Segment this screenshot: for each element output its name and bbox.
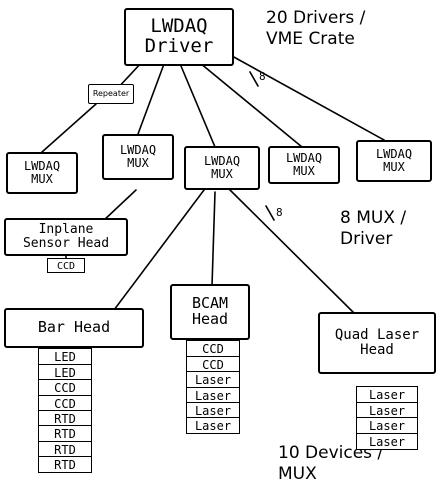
inplane-head-line1: Inplane bbox=[38, 222, 94, 238]
bar-device-2: LED bbox=[38, 363, 92, 381]
mux-1-line1: LWDAQ bbox=[23, 159, 61, 174]
bar-device-8: RTD bbox=[38, 456, 92, 474]
bar-head-device-stack: LED LED CCD CCD RTD RTD RTD RTD bbox=[38, 348, 92, 474]
multiplicity-label-mux: 8 bbox=[276, 206, 283, 219]
tick-mark-mux bbox=[265, 205, 275, 221]
bar-head-box: Bar Head bbox=[4, 308, 144, 348]
bcam-device-6: Laser bbox=[186, 417, 240, 435]
lwdaq-driver-box: LWDAQ Driver bbox=[124, 8, 234, 66]
multiplicity-label-driver: 8 bbox=[259, 70, 266, 83]
bcam-head-device-stack: CCD CCD Laser Laser Laser Laser bbox=[186, 340, 240, 435]
quad-laser-device-stack: Laser Laser Laser Laser bbox=[356, 386, 418, 450]
driver-label-line1: LWDAQ bbox=[150, 15, 208, 38]
wire-driver-to-mux-2 bbox=[137, 63, 165, 135]
repeater-label: Repeater bbox=[92, 88, 130, 98]
bcam-device-3: Laser bbox=[186, 371, 240, 389]
wire-mux-3-to-bar-head bbox=[113, 189, 205, 311]
mux-2-line1: LWDAQ bbox=[119, 143, 157, 158]
mux-per-driver-line2: Driver bbox=[340, 229, 393, 249]
lwdaq-mux-1: LWDAQ MUX bbox=[6, 152, 78, 194]
tick-mark-driver bbox=[249, 71, 259, 87]
quad-device-2: Laser bbox=[356, 401, 418, 419]
drivers-per-crate-line1: 20 Drivers / bbox=[266, 8, 366, 28]
lwdaq-mux-3: LWDAQ MUX bbox=[184, 146, 260, 190]
wire-driver-to-mux-4 bbox=[199, 62, 303, 148]
wire-driver-to-mux-3 bbox=[180, 65, 216, 148]
lwdaq-mux-5: LWDAQ MUX bbox=[356, 140, 432, 182]
driver-label-line2: Driver bbox=[144, 35, 214, 57]
mux-3-line1: LWDAQ bbox=[203, 154, 241, 169]
bcam-device-5: Laser bbox=[186, 402, 240, 420]
mux-5-line2: MUX bbox=[383, 160, 405, 174]
bcam-device-4: Laser bbox=[186, 386, 240, 404]
wire-mux-3-to-quad-head bbox=[227, 187, 356, 315]
bcam-head-box: BCAM Head bbox=[170, 284, 250, 340]
wire-mux-3-to-bcam-head bbox=[211, 191, 216, 287]
quad-device-4: Laser bbox=[356, 432, 418, 450]
mux-2-line2: MUX bbox=[127, 156, 149, 170]
bcam-head-line2: Head bbox=[191, 310, 229, 328]
drivers-per-crate-note: 20 Drivers / VME Crate bbox=[266, 8, 365, 50]
bar-head-label: Bar Head bbox=[37, 318, 111, 337]
drivers-per-crate-line2: VME Crate bbox=[266, 29, 355, 49]
quad-device-1: Laser bbox=[356, 386, 418, 404]
quad-device-3: Laser bbox=[356, 417, 418, 435]
bar-device-7: RTD bbox=[38, 440, 92, 458]
devices-per-mux-line2: MUX bbox=[278, 464, 317, 484]
quad-head-line2: Head bbox=[360, 342, 394, 358]
wire-mux-2-to-inplane bbox=[101, 189, 137, 223]
mux-per-driver-line1: 8 MUX / bbox=[340, 208, 407, 228]
wire-repeater-to-mux-1 bbox=[41, 103, 97, 153]
bcam-device-1: CCD bbox=[186, 340, 240, 358]
mux-4-line2: MUX bbox=[293, 164, 315, 178]
inplane-device-ccd: CCD bbox=[47, 258, 85, 274]
mux-per-driver-note: 8 MUX / Driver bbox=[340, 208, 406, 250]
mux-1-line2: MUX bbox=[31, 172, 53, 186]
lwdaq-mux-2: LWDAQ MUX bbox=[102, 134, 174, 180]
quad-laser-head-box: Quad Laser Head bbox=[318, 312, 436, 374]
mux-3-line2: MUX bbox=[211, 167, 233, 181]
mux-5-line1: LWDAQ bbox=[375, 147, 413, 162]
quad-head-line1: Quad Laser bbox=[334, 327, 420, 344]
inplane-device-stack: CCD bbox=[47, 258, 85, 274]
inplane-head-line2: Sensor Head bbox=[22, 236, 110, 251]
inplane-sensor-head-box: Inplane Sensor Head bbox=[4, 218, 128, 256]
wire-driver-to-mux-5 bbox=[231, 55, 385, 141]
lwdaq-mux-4: LWDAQ MUX bbox=[268, 146, 340, 184]
mux-4-line1: LWDAQ bbox=[285, 151, 323, 166]
bcam-head-line1: BCAM bbox=[191, 294, 229, 313]
repeater-box: Repeater bbox=[88, 84, 134, 104]
